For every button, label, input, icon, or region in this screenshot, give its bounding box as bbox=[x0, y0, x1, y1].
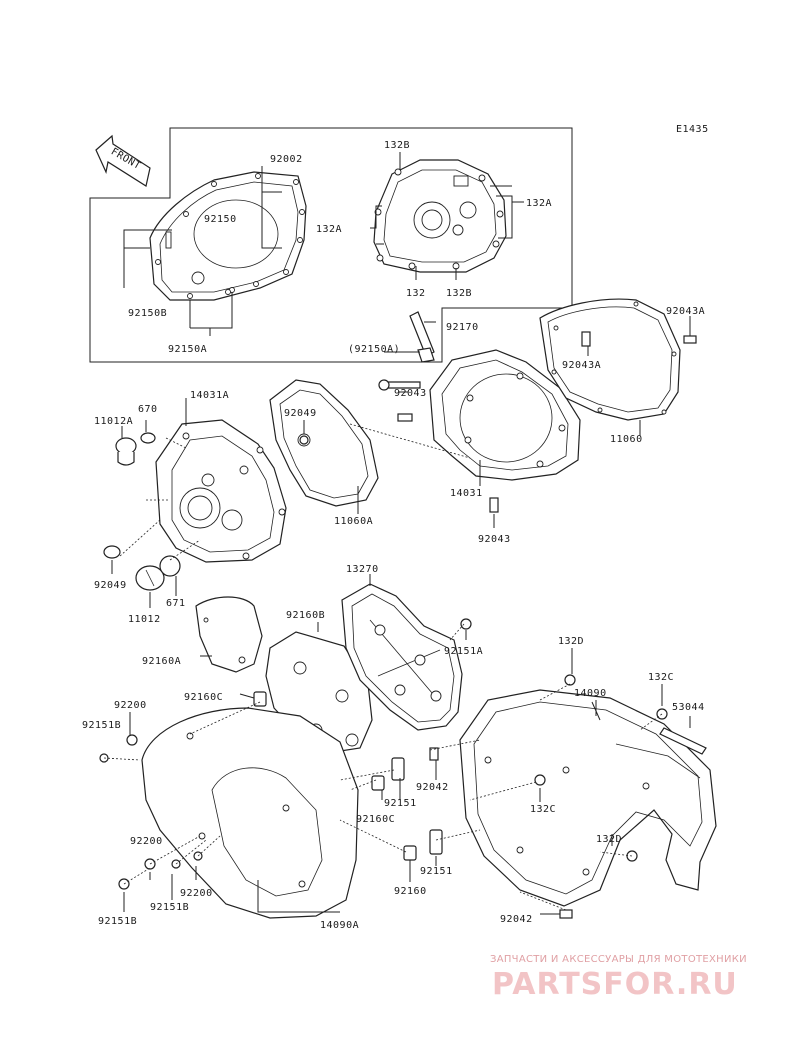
label-11060: 11060 bbox=[610, 434, 643, 445]
gasket-11060A bbox=[269, 379, 379, 507]
watermark: ЗАПЧАСТИ И АКСЕССУАРЫ ДЛЯ МОТОТЕХНИКИ PA… bbox=[490, 954, 747, 1002]
housing-14031A bbox=[155, 419, 287, 563]
label-92160C-b: 92160C bbox=[356, 814, 395, 825]
label-92200-c: 92200 bbox=[180, 888, 213, 899]
inner-cover-132 bbox=[373, 159, 507, 273]
label-92042-b: 92042 bbox=[500, 914, 533, 925]
label-92150A: 92150A bbox=[168, 344, 207, 355]
label-92151B-c: 92151B bbox=[98, 916, 137, 927]
bracket-92170 bbox=[409, 311, 435, 363]
label-11012: 11012 bbox=[128, 614, 161, 625]
label-13270: 13270 bbox=[346, 564, 379, 575]
label-92151A: 92151A bbox=[444, 646, 483, 657]
washer-92049-b bbox=[103, 545, 121, 559]
dowel-pin-92043-b bbox=[489, 497, 499, 513]
label-92049-a: 92049 bbox=[284, 408, 317, 419]
dowel-pin-92043A-2 bbox=[683, 335, 697, 344]
label-53044: 53044 bbox=[672, 702, 705, 713]
plug-11012A bbox=[115, 437, 137, 466]
front-arrow-icon: FRONT bbox=[95, 134, 151, 187]
label-14090: 14090 bbox=[574, 688, 607, 699]
label-132C-a: 132C bbox=[648, 672, 674, 683]
label-92049-b: 92049 bbox=[94, 580, 127, 591]
label-11060A: 11060A bbox=[334, 516, 373, 527]
frame-13270 bbox=[341, 583, 463, 731]
label-92151B-b: 92151B bbox=[150, 902, 189, 913]
small-hardware bbox=[99, 674, 668, 919]
label-132B-top: 132B bbox=[384, 140, 410, 151]
label-92150A-paren: (92150A) bbox=[348, 344, 400, 355]
label-132B-bottom: 132B bbox=[446, 288, 472, 299]
label-92200-b: 92200 bbox=[130, 836, 163, 847]
label-92151-b: 92151 bbox=[420, 866, 453, 877]
label-132D-a: 132D bbox=[558, 636, 584, 647]
label-92160C-a: 92160C bbox=[184, 692, 223, 703]
outer-cover-14090A bbox=[141, 707, 359, 919]
label-132A-right: 132A bbox=[526, 198, 552, 209]
label-92150: 92150 bbox=[204, 214, 237, 225]
o-ring-671 bbox=[159, 555, 181, 577]
label-11012A: 11012A bbox=[94, 416, 133, 427]
leaders-main bbox=[111, 316, 691, 915]
plug-11012 bbox=[135, 565, 165, 591]
rod-53044 bbox=[659, 727, 707, 755]
o-ring-670 bbox=[140, 432, 156, 444]
label-670: 670 bbox=[138, 404, 158, 415]
label-92002: 92002 bbox=[270, 154, 303, 165]
label-92170: 92170 bbox=[446, 322, 479, 333]
washer-92049-a bbox=[299, 435, 309, 445]
label-92151-a: 92151 bbox=[384, 798, 417, 809]
leaders-top bbox=[123, 152, 524, 336]
label-92043A-1: 92043A bbox=[666, 306, 705, 317]
dowel-pin-92043-a bbox=[397, 413, 413, 422]
outer-cover-14031 bbox=[429, 349, 581, 481]
outer-cover-14090 bbox=[459, 689, 717, 907]
gasket-11060 bbox=[539, 298, 681, 421]
inset-frame bbox=[89, 127, 573, 363]
diagram-code: E1435 bbox=[676, 124, 709, 135]
label-132: 132 bbox=[406, 288, 426, 299]
label-14031A: 14031A bbox=[190, 390, 229, 401]
plate-92160A bbox=[195, 596, 263, 673]
label-92043A-2: 92043A bbox=[562, 360, 601, 371]
label-14031: 14031 bbox=[450, 488, 483, 499]
dowel-pin-92043A-1 bbox=[581, 331, 591, 347]
label-92160A: 92160A bbox=[142, 656, 181, 667]
label-92151B-a: 92151B bbox=[82, 720, 121, 731]
label-132D-b: 132D bbox=[596, 834, 622, 845]
label-92043-b: 92043 bbox=[478, 534, 511, 545]
label-92150B: 92150B bbox=[128, 308, 167, 319]
label-671: 671 bbox=[166, 598, 186, 609]
label-92042-a: 92042 bbox=[416, 782, 449, 793]
label-92160: 92160 bbox=[394, 886, 427, 897]
gasket-92002 bbox=[149, 171, 307, 301]
label-92160B: 92160B bbox=[286, 610, 325, 621]
label-132C-b: 132C bbox=[530, 804, 556, 815]
label-14090A: 14090A bbox=[320, 920, 359, 931]
bolt-92151A bbox=[460, 618, 472, 630]
label-92043-a: 92043 bbox=[394, 388, 427, 399]
part-labels: 92002 92150 92150B 92150A 132B 132A 132A… bbox=[82, 140, 705, 931]
label-132A-left: 132A bbox=[316, 224, 342, 235]
watermark-brand: PARTSFOR.RU bbox=[492, 967, 738, 1002]
label-92200-a: 92200 bbox=[114, 700, 147, 711]
leaders-dashed bbox=[103, 423, 663, 911]
watermark-tagline: ЗАПЧАСТИ И АКСЕССУАРЫ ДЛЯ МОТОТЕХНИКИ bbox=[490, 954, 747, 965]
